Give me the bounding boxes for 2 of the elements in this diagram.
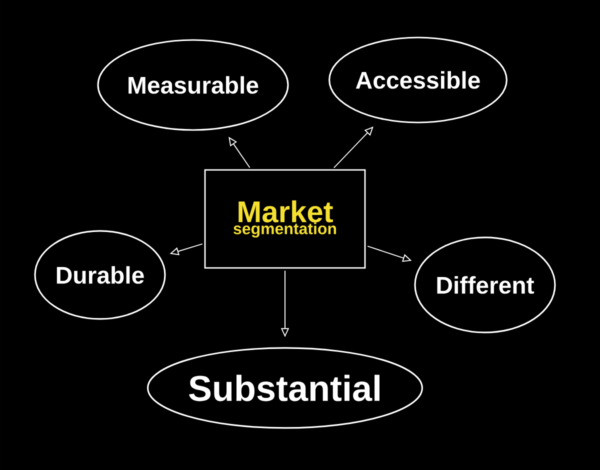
arrow	[333, 126, 374, 168]
concept-box: Market segmentation	[204, 169, 366, 269]
